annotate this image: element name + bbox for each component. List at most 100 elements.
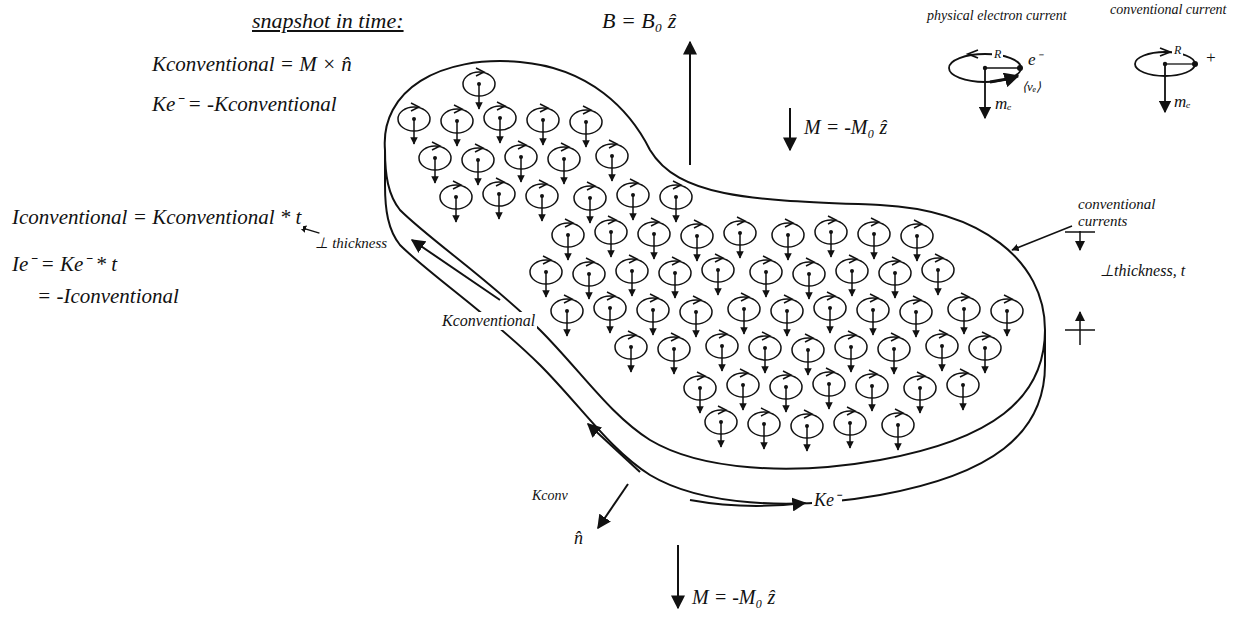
moment-arrow <box>631 272 633 296</box>
loop-direction-arrow <box>982 332 990 340</box>
moment-arrow <box>585 123 587 147</box>
moment-arrow <box>765 273 767 297</box>
moment-arrow <box>673 350 675 374</box>
current-loop <box>856 370 888 411</box>
loop-direction-arrow <box>804 410 812 418</box>
moment-arrow <box>589 199 591 223</box>
loop-direction-arrow <box>628 331 636 339</box>
current-loop <box>878 333 910 374</box>
current-loop <box>570 106 602 147</box>
loop-direction-arrow <box>892 257 900 265</box>
current-loop <box>702 254 734 295</box>
loop-direction-arrow <box>543 256 551 264</box>
current-loop <box>483 178 515 219</box>
moment-arrow <box>808 275 810 299</box>
loop-direction-arrow <box>741 293 749 301</box>
formula: Ie⁻ = Ke⁻ * t <box>10 252 119 276</box>
surface-current-label: Kconv <box>530 488 570 504</box>
current-loop <box>969 332 1001 373</box>
slab-top-surface <box>385 61 1045 469</box>
current-loop <box>419 142 451 183</box>
current-loop <box>792 334 824 375</box>
current-loop <box>791 410 823 451</box>
current-loop <box>551 295 583 336</box>
moment-arrow <box>588 275 590 299</box>
moment-arrow <box>937 271 939 295</box>
loop-direction-arrow <box>1160 48 1170 56</box>
moment-arrow <box>609 309 611 333</box>
moment-arrow <box>742 386 744 410</box>
current-loop <box>748 408 780 449</box>
loop-direction-arrow <box>805 334 813 342</box>
current-loop <box>772 219 804 260</box>
current-loop <box>441 105 473 146</box>
moment-arrow <box>717 271 719 295</box>
current-loop <box>573 258 605 299</box>
charge-label: e⁻ <box>1026 50 1044 70</box>
note: ⊥ thickness <box>313 235 389 252</box>
current-loop <box>879 257 911 298</box>
current-loop <box>526 180 558 221</box>
current-loop <box>836 255 868 296</box>
moment-label: mₑ <box>993 94 1014 114</box>
moment-arrow <box>699 389 701 413</box>
moment-arrow <box>787 236 789 260</box>
surface-current-arrow <box>412 240 500 300</box>
current-loop <box>463 68 495 109</box>
moment-arrow <box>963 310 965 334</box>
moment-arrow <box>807 351 809 375</box>
current-loop <box>552 219 584 260</box>
loop-direction-arrow <box>609 140 617 148</box>
current-loop <box>617 179 649 220</box>
electron-current-label: Ke⁻ <box>812 490 842 511</box>
current-loop <box>727 369 759 410</box>
surface-current-arrow <box>588 424 640 472</box>
loop-direction-arrow <box>913 296 921 304</box>
loop-direction-arrow <box>697 372 705 380</box>
moment-arrow <box>850 348 852 372</box>
loop-direction-arrow <box>761 408 769 416</box>
loop-direction-arrow <box>539 180 547 188</box>
radius-line <box>1165 63 1194 64</box>
current-loop <box>398 103 430 144</box>
moment-arrow <box>721 347 723 371</box>
moment-arrow <box>785 388 787 412</box>
current-loop <box>596 140 628 181</box>
loop-direction-arrow <box>848 331 856 339</box>
moment-arrow <box>984 70 986 118</box>
moment-arrow <box>739 234 741 258</box>
loop-direction-arrow <box>540 104 548 112</box>
current-loop <box>926 330 958 371</box>
formula: Kconventional = M × n̂ <box>150 52 354 76</box>
loop-direction-arrow <box>630 179 638 187</box>
moment-arrow <box>611 157 613 181</box>
moment-arrow <box>545 273 547 297</box>
current-loop <box>440 181 472 222</box>
moment-arrow <box>743 310 745 334</box>
loop-direction-arrow <box>737 217 745 225</box>
caption-label: physical electron current <box>925 8 1069 24</box>
loop-direction-arrow <box>693 296 701 304</box>
loop-direction-arrow <box>827 292 835 300</box>
loop-direction-arrow <box>719 330 727 338</box>
loop-direction-arrow <box>870 294 878 302</box>
moment-arrow <box>456 122 458 146</box>
moment-arrow <box>919 389 921 413</box>
current-loop <box>835 331 867 372</box>
current-loop <box>616 255 648 296</box>
moment-arrow <box>566 312 568 336</box>
moment-arrow <box>872 311 874 335</box>
current-loop <box>948 293 980 334</box>
loop-direction-arrow <box>586 258 594 266</box>
leader-line <box>1012 226 1072 250</box>
current-loop <box>462 144 494 185</box>
formula: = -Iconventional <box>35 284 181 308</box>
loop-direction-arrow <box>672 257 680 265</box>
moment-arrow <box>695 313 697 337</box>
loop-direction-arrow <box>565 219 573 227</box>
current-loop <box>530 256 562 297</box>
loop-direction-arrow <box>561 143 569 151</box>
loop-direction-arrow <box>869 370 877 378</box>
current-loop <box>594 292 626 333</box>
moment-label: mₑ <box>1172 92 1193 112</box>
